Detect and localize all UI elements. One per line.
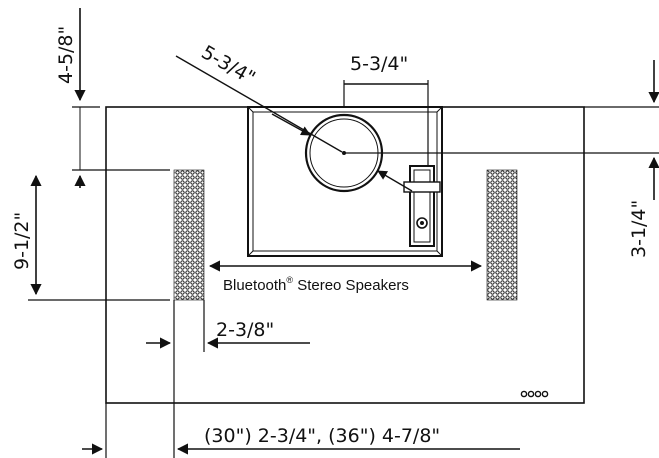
dim-offset-text: 2-3/8" xyxy=(216,319,274,341)
left-speaker-grill xyxy=(173,169,205,301)
center-panel-corner xyxy=(247,106,254,113)
four-dots-icon xyxy=(520,390,549,398)
control-knob-icon xyxy=(416,217,428,229)
dim-bottom-text: (30") 2-3/4", (36") 4-7/8" xyxy=(204,425,440,447)
dim-top-width-text: 5-3/4" xyxy=(350,53,408,75)
control-bracket-inner xyxy=(413,169,431,243)
dim-diagonal-line xyxy=(175,55,343,153)
dim-right-text: 3-1/4" xyxy=(628,200,650,258)
dim-diagonal-arrow xyxy=(271,113,311,136)
right-speaker-grill xyxy=(486,169,518,301)
dim-left-text: 9-1/2" xyxy=(11,212,33,270)
control-bracket-tab xyxy=(403,181,441,193)
center-panel-corner xyxy=(247,250,254,257)
center-panel-corner xyxy=(436,106,443,113)
dim-diagonal-text: 5-3/4" xyxy=(198,41,259,89)
speakers-label: Bluetooth® Stereo Speakers xyxy=(223,275,409,294)
dim-top-left-text: 4-5/8" xyxy=(55,26,77,84)
center-panel-outer xyxy=(247,106,443,257)
speakers-label-bg xyxy=(218,272,464,294)
dim-diagonal-arrow2 xyxy=(377,170,413,192)
center-panel-corner xyxy=(436,250,443,257)
control-knob-center xyxy=(420,221,424,225)
